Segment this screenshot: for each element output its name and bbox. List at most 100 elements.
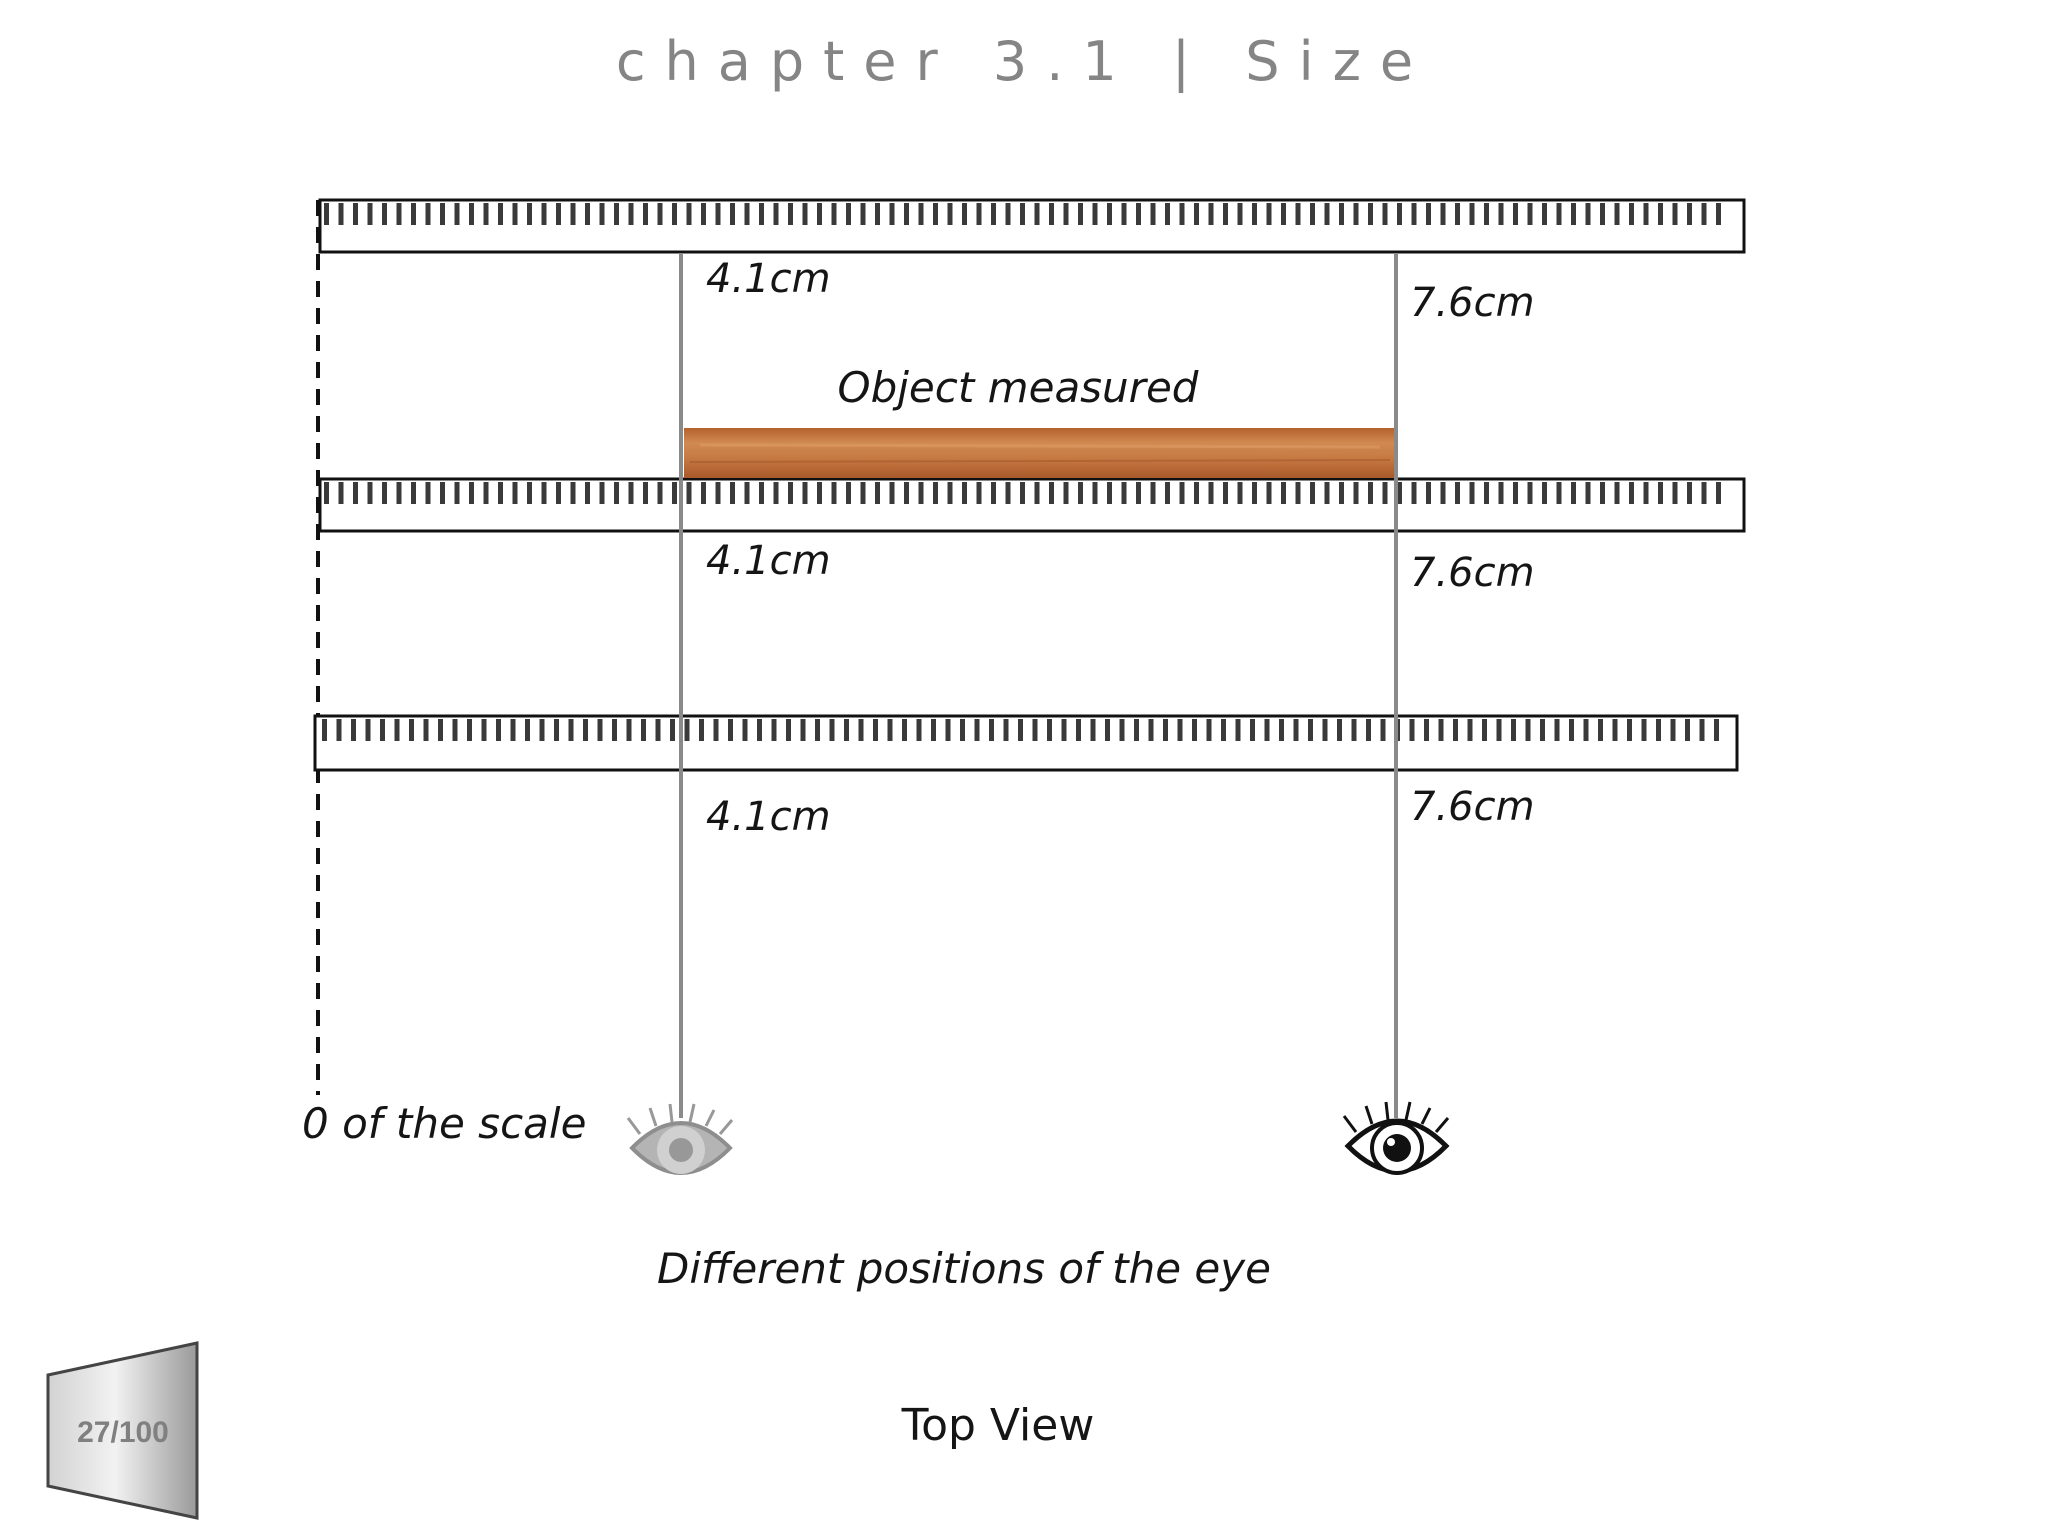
ruler-tick	[730, 482, 735, 504]
ruler-tick	[1194, 203, 1199, 225]
ruler-tick	[918, 203, 924, 225]
ruler-tick	[1629, 203, 1634, 225]
ruler-tick	[338, 482, 344, 504]
ruler-tick	[353, 203, 358, 225]
ruler-tick	[1322, 719, 1328, 741]
ruler-tick	[788, 482, 793, 504]
ruler-tick	[539, 719, 545, 741]
ruler-tick	[1020, 482, 1025, 504]
ruler-tick	[1119, 719, 1125, 741]
page-number: 27/100	[77, 1416, 169, 1449]
ruler-tick	[686, 203, 692, 225]
ruler-tick	[846, 482, 851, 504]
ruler-tick	[599, 482, 605, 504]
ruler-tick	[1670, 719, 1676, 741]
ruler-tick	[1049, 203, 1054, 225]
ruler-tick	[1397, 482, 1402, 504]
ruler-tick	[1482, 719, 1487, 741]
ruler-tick	[1223, 482, 1228, 504]
ruler-tick	[1192, 719, 1197, 741]
ruler-tick	[1643, 203, 1649, 225]
ruler-tick	[1252, 203, 1257, 225]
ruler-tick	[411, 203, 416, 225]
ruler-tick	[1163, 719, 1168, 741]
ruler-tick	[858, 719, 864, 741]
ruler-tick	[1556, 203, 1562, 225]
ruler-tick	[1714, 719, 1719, 741]
ruler-tick	[1148, 719, 1154, 741]
scale-zero-label: 0 of the scale	[302, 1099, 586, 1148]
ruler-tick	[815, 719, 820, 741]
ruler-tick	[771, 719, 777, 741]
ruler-tick	[1339, 482, 1344, 504]
reading-bottom-left: 4.1cm	[706, 794, 831, 840]
ruler-tick	[556, 482, 561, 504]
ruler-tick	[1469, 203, 1475, 225]
ruler-tick	[1380, 719, 1386, 741]
ruler-tick	[1237, 203, 1243, 225]
page-indicator[interactable]: 27/100	[46, 1341, 199, 1520]
ruler-tick	[887, 719, 893, 741]
ruler-tick	[498, 482, 503, 504]
ruler-tick	[1032, 719, 1038, 741]
ruler-tick	[628, 482, 634, 504]
ruler-tick	[701, 482, 706, 504]
ruler-tick	[1005, 203, 1011, 225]
ruler-tick	[1409, 719, 1415, 741]
ruler-tick	[643, 203, 648, 225]
ruler-tick	[1266, 482, 1272, 504]
ruler-tick	[338, 203, 344, 225]
ruler-tick	[1455, 203, 1460, 225]
ruler-tick	[452, 719, 458, 741]
ruler-tick	[759, 482, 764, 504]
ruler-tick	[527, 482, 532, 504]
ruler-tick	[728, 719, 733, 741]
ruler-tick	[1527, 482, 1533, 504]
reading-bottom-right: 7.6cm	[1410, 784, 1535, 830]
ruler-tick	[831, 203, 837, 225]
ruler-tick	[409, 719, 414, 741]
ruler-tick	[773, 203, 779, 225]
ruler-tick	[1310, 203, 1315, 225]
ruler-tick	[1324, 482, 1330, 504]
ruler-tick	[1121, 203, 1127, 225]
ruler-tick	[1585, 482, 1591, 504]
ruler-tick	[1308, 719, 1313, 741]
ruler-tick	[568, 719, 574, 741]
ruler-tick	[1643, 482, 1649, 504]
ruler-tick	[802, 482, 808, 504]
ruler-tick	[1206, 719, 1212, 741]
ruler-tick	[1658, 203, 1663, 225]
ruler-tick	[626, 719, 632, 741]
ruler-tick	[481, 719, 487, 741]
ruler-tick	[1498, 203, 1504, 225]
ruler-tick	[933, 203, 938, 225]
ruler-tick	[541, 482, 547, 504]
ruler-tick	[1252, 482, 1257, 504]
ruler-tick	[1266, 203, 1272, 225]
ruler-tick	[800, 719, 806, 741]
ruler-tick	[1382, 203, 1388, 225]
ruler-tick	[976, 203, 982, 225]
ruler-tick	[394, 719, 400, 741]
ruler-tick	[454, 482, 460, 504]
ruler-tick	[960, 719, 965, 741]
ruler-tick	[1295, 482, 1301, 504]
ruler-tick	[1672, 482, 1678, 504]
ruler-tick	[1511, 719, 1516, 741]
ruler-tick	[1672, 203, 1678, 225]
ruler-tick	[860, 482, 866, 504]
ruler-tick	[1092, 203, 1098, 225]
ruler-tick	[367, 482, 373, 504]
ruler-tick	[628, 203, 634, 225]
ruler-tick	[802, 203, 808, 225]
ruler-tick	[672, 203, 677, 225]
ruler-tick	[1078, 482, 1083, 504]
ruler-tick	[1411, 203, 1417, 225]
ruler-tick	[496, 719, 501, 741]
ruler-tick	[1656, 719, 1661, 741]
ruler-tick	[1612, 719, 1618, 741]
ruler-tick	[1687, 203, 1692, 225]
ruler-tick	[1513, 482, 1518, 504]
ruler-tick	[1208, 203, 1214, 225]
